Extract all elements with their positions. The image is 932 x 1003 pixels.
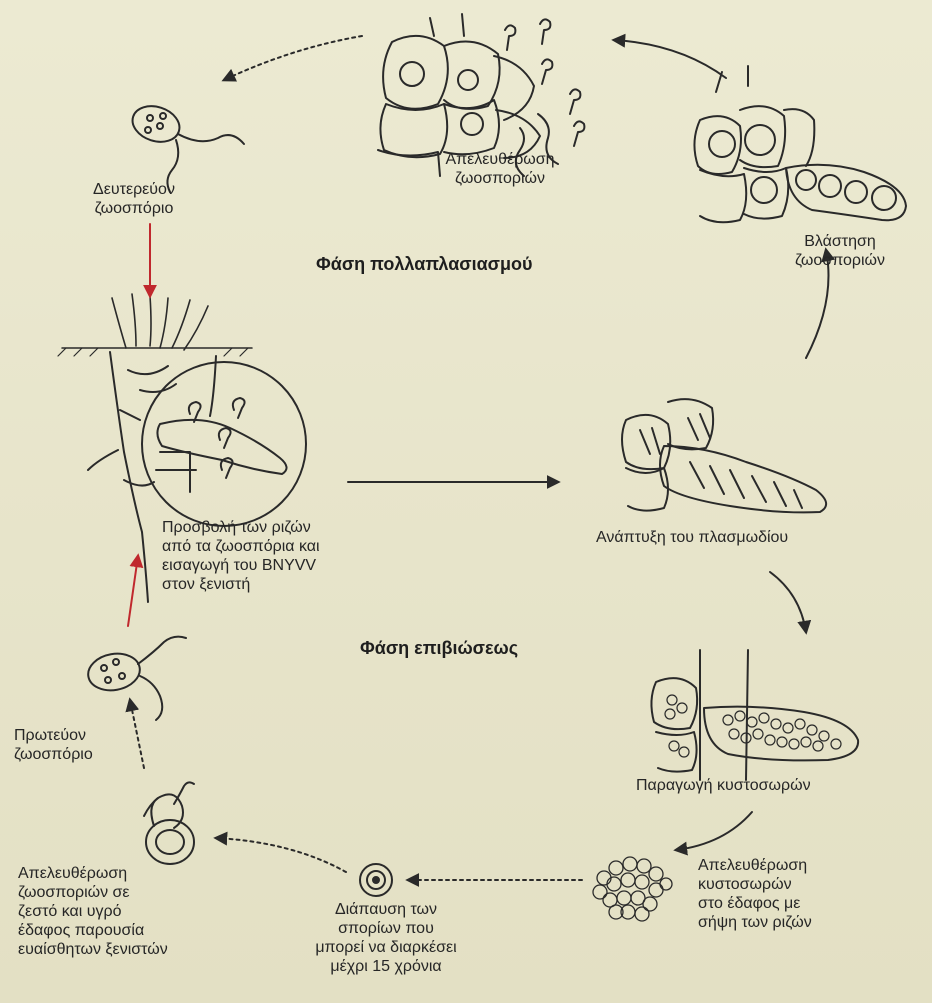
zoospore-germination-drawing xyxy=(694,66,906,222)
cystosori-production-label: Παραγωγή κυστοσωρών xyxy=(636,776,916,795)
dormant-spore-drawing xyxy=(360,864,392,896)
arrow-cystosori-to-release xyxy=(676,812,752,850)
primary-zoospore-drawing xyxy=(85,637,186,720)
root-infection-label: Προσβολή των ριζών από τα ζωοσπόρια και … xyxy=(162,518,402,594)
spore-dormancy-label: Διάπαυση των σπορίων που μπορεί να διαρκ… xyxy=(286,900,486,976)
secondary-zoospore-drawing xyxy=(128,100,244,192)
phase-survival-label: Φάση επιβιώσεως xyxy=(360,638,518,659)
arrow-top-to-secondary xyxy=(224,36,362,80)
arrow-primary-to-root xyxy=(128,556,138,626)
plasmodium-drawing xyxy=(622,399,826,512)
secondary-zoospore-label: Δευτερεύον ζωοσπόριο xyxy=(64,180,204,218)
cystosori-production-drawing xyxy=(651,650,858,780)
zoospore-release-top-label: Απελευθέρωση ζωοσποριών xyxy=(420,150,580,188)
phase-multiplication-label: Φάση πολλαπλασιασμού xyxy=(316,254,532,275)
primary-zoospore-label: Πρωτεύον ζωοσπόριο xyxy=(14,726,144,764)
zoospore-release-bottom-label: Απελευθέρωση ζωοσποριών σε ζεστό και υγρ… xyxy=(18,864,238,959)
cystosori-release-label: Απελευθέρωση κυστοσωρών στο έδαφος με σή… xyxy=(698,856,888,932)
arrow-germination-to-release xyxy=(614,40,726,78)
plasmodium-development-label: Ανάπτυξη του πλασμωδίου xyxy=(596,528,906,547)
zoospore-germination-label: Βλάστηση ζωοσποριών xyxy=(770,232,910,270)
released-cystosori-drawing xyxy=(593,857,672,921)
arrow-plasmodium-to-cystosori xyxy=(770,572,806,632)
zoospore-release-spore-drawing xyxy=(144,782,194,864)
